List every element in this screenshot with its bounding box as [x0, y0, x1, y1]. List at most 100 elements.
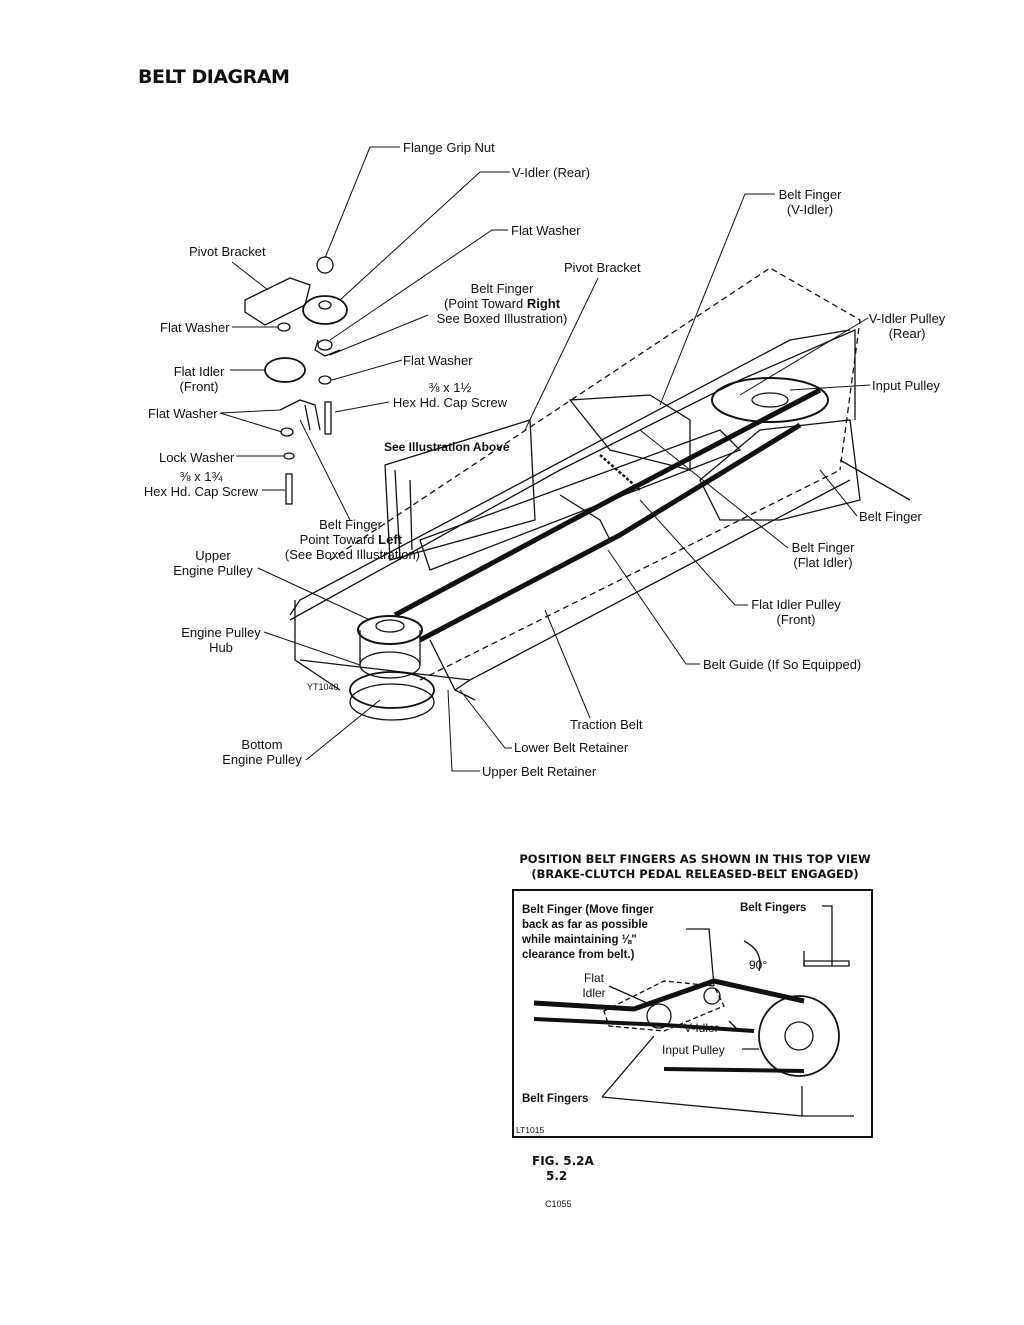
label-pivot-bracket-center: Pivot Bracket — [564, 260, 641, 275]
flat-washer-part-4 — [280, 427, 294, 437]
frame-rail-left — [289, 329, 856, 621]
label-belt-finger-left-line3: (See Boxed Illustration) — [284, 547, 420, 562]
inset-note-line4: clearance from belt.) — [522, 949, 635, 961]
label-belt-guide: Belt Guide (If So Equipped) — [703, 657, 862, 672]
label-left-bold: Left — [378, 532, 402, 547]
label-lock-washer: Lock Washer — [159, 450, 235, 465]
inset-leader-flat-idler — [608, 985, 655, 1007]
inset-label-flat-idler: Flat Idler — [574, 971, 614, 1001]
label-v-idler-pulley-rear: V-Idler Pulley (Rear) — [862, 311, 952, 341]
leader-bottom-engine-pulley — [305, 699, 381, 761]
label-belt-finger-v-idler-line1: Belt Finger — [778, 187, 842, 202]
leader-belt-finger-flat-idler — [639, 429, 789, 549]
label-belt-finger-v-idler-line2: (V-Idler) — [786, 202, 834, 217]
inset-label-belt-fingers-bottom: Belt Fingers — [522, 1093, 589, 1105]
frame-rail-top — [289, 329, 851, 616]
inset-top-view-box: Belt Finger (Move finger back as far as … — [512, 889, 873, 1138]
label-see-illustration-above: See Illustration Above — [384, 440, 510, 454]
inset-label-belt-fingers-top: Belt Fingers — [740, 902, 807, 914]
flat-washer-part-3 — [318, 375, 332, 385]
v-idler-rear-part — [302, 295, 348, 325]
belt-finger-part-right — [314, 339, 341, 357]
label-flange-grip-nut: Flange Grip Nut — [403, 140, 495, 155]
bottom-engine-pulley — [349, 671, 435, 709]
leader-flat-washer-lower — [219, 409, 283, 433]
label-flat-idler-pulley-front-line1: Flat Idler Pulley — [751, 597, 841, 612]
inset-belt-finger-top — [803, 960, 850, 967]
traction-belt-lower — [418, 422, 802, 643]
inset-input-pulley-hub — [784, 1021, 814, 1051]
label-v-idler-rear: V-Idler (Rear) — [512, 165, 591, 180]
label-flat-idler-front-line2: (Front) — [179, 379, 219, 394]
label-bottom-engine-pulley-line2: Engine Pulley — [222, 752, 302, 767]
label-drawing-code-yt1040: YT1040 — [307, 682, 339, 692]
label-belt-finger-v-idler: Belt Finger (V-Idler) — [770, 187, 850, 217]
document-code: C1055 — [545, 1199, 572, 1209]
label-flat-washer-mid: Flat Washer — [403, 353, 473, 368]
label-flat-idler-pulley-front: Flat Idler Pulley (Front) — [748, 597, 844, 627]
label-pivot-bracket-left: Pivot Bracket — [189, 244, 266, 259]
leader-belt-finger-v-idler — [659, 193, 775, 406]
label-point-toward-left: Point Toward — [299, 532, 375, 547]
leader-belt-guide — [607, 549, 700, 665]
inset-belt-return — [663, 1067, 805, 1073]
label-belt-finger-flat-idler-line1: Belt Finger — [791, 540, 855, 555]
label-flat-idler-pulley-front-line2: (Front) — [776, 612, 816, 627]
inset-top-view-drawing — [533, 905, 854, 1117]
inset-leader-v-idler — [728, 1020, 740, 1032]
bottom-engine-pulley-rim — [349, 683, 435, 721]
label-bottom-engine-pulley-line1: Bottom — [241, 737, 283, 752]
label-engine-pulley-hub-line1: Engine Pulley — [181, 625, 261, 640]
flat-washer-part-2 — [317, 339, 333, 351]
inset-leader-note — [686, 928, 715, 987]
leader-v-idler-pulley-rear — [739, 317, 869, 396]
label-belt-finger-flat-idler-line2: (Flat Idler) — [793, 555, 853, 570]
cap-screw-part-2 — [285, 473, 293, 505]
engine-mount-plate-2 — [394, 469, 413, 561]
flat-washer-part-1 — [277, 322, 291, 332]
leader-belt-finger-right — [329, 314, 429, 356]
leader-upper-engine-pulley — [257, 567, 371, 621]
flange-grip-nut — [316, 256, 334, 274]
lock-washer-part — [283, 452, 295, 460]
label-upper-engine-pulley: Upper Engine Pulley — [168, 548, 258, 578]
page-title: BELT DIAGRAM — [138, 66, 290, 88]
inset-belt-upper — [533, 978, 805, 1012]
label-cap-screw-1-desc: Hex Hd. Cap Screw — [392, 395, 508, 410]
inset-heading-line1: POSITION BELT FINGERS AS SHOWN IN THIS T… — [519, 852, 871, 866]
cap-screw-part-1 — [324, 401, 332, 435]
label-belt-finger-left-line2: Point Toward Left — [280, 532, 420, 547]
inset-note: Belt Finger (Move finger back as far as … — [522, 903, 654, 963]
frame-cross-member — [419, 429, 742, 571]
leader-traction-belt — [544, 609, 591, 719]
label-belt-finger-left: Belt Finger Point Toward Left (See Boxed… — [280, 517, 420, 562]
inset-leader-belt-fingers-top — [822, 905, 833, 966]
engine-mount-plate — [384, 419, 536, 561]
traction-belt-upper — [393, 387, 822, 618]
label-right-bold: Right — [526, 296, 561, 311]
inset-note-line2: back as far as possible — [522, 919, 648, 931]
label-engine-pulley-hub-line2: Hub — [209, 640, 233, 655]
inset-label-input-pulley: Input Pulley — [662, 1043, 725, 1057]
frame-rail-right — [299, 479, 851, 681]
label-flat-idler-front-line1: Flat Idler — [173, 364, 225, 379]
label-flat-washer-left: Flat Washer — [160, 320, 230, 335]
label-flat-washer-top: Flat Washer — [511, 223, 581, 238]
leader-pivot-bracket-center — [524, 277, 599, 431]
label-cap-screw-2-size: ⅜ x 1¾ — [179, 469, 223, 484]
inset-heading: POSITION BELT FINGERS AS SHOWN IN THIS T… — [510, 852, 880, 882]
leader-engine-pulley-hub — [263, 631, 361, 666]
leader-flat-washer-mid — [331, 359, 403, 381]
inset-belt-lower — [533, 1017, 755, 1033]
label-cap-screw-1-size: ⅜ x 1½ — [428, 380, 472, 395]
inset-heading-line2: (BRAKE-CLUTCH PEDAL RELEASED-BELT ENGAGE… — [531, 867, 859, 881]
leader-cap-screw-1 — [334, 401, 390, 413]
label-engine-pulley-hub: Engine Pulley Hub — [175, 625, 267, 655]
inset-flat-idler — [646, 1003, 672, 1029]
inset-input-pulley — [758, 995, 840, 1077]
label-input-pulley: Input Pulley — [872, 378, 940, 393]
inset-label-angle: 90° — [749, 958, 768, 972]
label-belt-finger-plain: Belt Finger — [859, 509, 922, 524]
leader-belt-finger-plain — [819, 469, 858, 517]
